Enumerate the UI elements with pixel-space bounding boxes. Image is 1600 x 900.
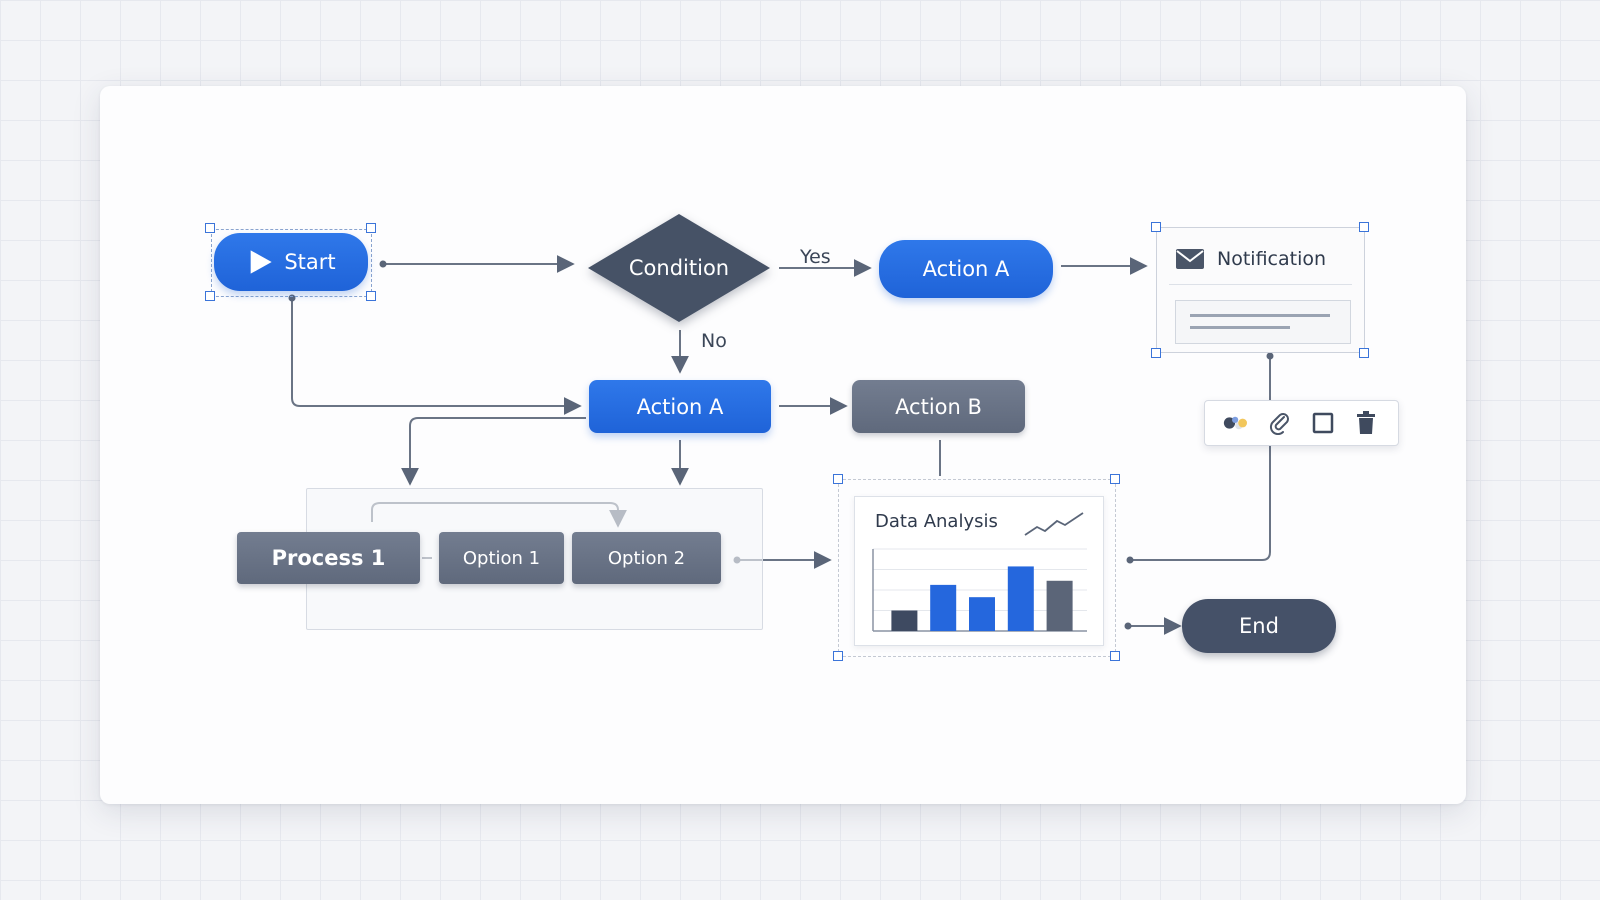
delete-button[interactable] bbox=[1351, 408, 1381, 438]
chart-handle[interactable] bbox=[1110, 474, 1120, 484]
condition-node[interactable]: Condition bbox=[586, 212, 772, 324]
trend-line-icon bbox=[1024, 512, 1084, 536]
notification-handle[interactable] bbox=[1151, 222, 1161, 232]
start-selection[interactable] bbox=[211, 229, 372, 297]
message-line bbox=[1190, 314, 1330, 317]
node-toolbar bbox=[1204, 400, 1399, 446]
notification-title: Notification bbox=[1217, 248, 1327, 270]
bar-2 bbox=[969, 597, 995, 631]
selection-handle[interactable] bbox=[366, 291, 376, 301]
option-2-label: Option 2 bbox=[607, 547, 686, 569]
bar-4 bbox=[1046, 580, 1073, 631]
notification-handle[interactable] bbox=[1359, 348, 1369, 358]
shape-button[interactable] bbox=[1308, 408, 1338, 438]
attachment-icon bbox=[1269, 413, 1289, 435]
notification-message-box bbox=[1175, 300, 1351, 344]
edge-yes-label: Yes bbox=[800, 246, 831, 268]
action-b-node[interactable]: Action B bbox=[852, 380, 1025, 433]
attach-button[interactable] bbox=[1265, 408, 1295, 438]
process-1-node[interactable]: Process 1 bbox=[237, 532, 420, 584]
bar-1 bbox=[930, 584, 957, 631]
chart-handle[interactable] bbox=[1110, 651, 1120, 661]
start-label: Start bbox=[284, 250, 336, 274]
notification-handle[interactable] bbox=[1151, 348, 1161, 358]
trash-icon bbox=[1357, 411, 1376, 434]
process-1-label: Process 1 bbox=[271, 546, 386, 570]
action-a-mid-node[interactable]: Action A bbox=[589, 380, 771, 433]
bar-3 bbox=[1007, 566, 1034, 631]
selection-handle[interactable] bbox=[205, 223, 215, 233]
action-a-top-node[interactable]: Action A bbox=[879, 240, 1053, 298]
data-analysis-card[interactable]: Data Analysis bbox=[854, 496, 1104, 646]
start-node[interactable]: Start bbox=[214, 233, 368, 291]
option-1-label: Option 1 bbox=[462, 547, 541, 569]
chart-handle[interactable] bbox=[833, 474, 843, 484]
diamond-shape bbox=[588, 214, 770, 322]
action-a-mid-label: Action A bbox=[636, 394, 724, 419]
selection-handle[interactable] bbox=[366, 223, 376, 233]
message-line bbox=[1190, 326, 1290, 329]
action-b-label: Action B bbox=[895, 394, 982, 419]
notification-divider bbox=[1169, 284, 1352, 285]
selection-handle[interactable] bbox=[205, 291, 215, 301]
chart-title: Data Analysis bbox=[875, 511, 998, 532]
envelope-icon bbox=[1176, 249, 1204, 269]
color-button[interactable] bbox=[1222, 408, 1252, 438]
option-1-node[interactable]: Option 1 bbox=[439, 532, 564, 584]
color-palette-icon bbox=[1223, 416, 1247, 430]
notification-card[interactable]: Notification bbox=[1156, 227, 1365, 353]
chart-handle[interactable] bbox=[833, 651, 843, 661]
end-node[interactable]: End bbox=[1182, 599, 1336, 653]
option-2-node[interactable]: Option 2 bbox=[572, 532, 721, 584]
data-analysis-selection[interactable] bbox=[838, 479, 1116, 657]
action-a-top-label: Action A bbox=[922, 257, 1010, 281]
square-icon bbox=[1312, 412, 1334, 434]
notification-handle[interactable] bbox=[1359, 222, 1369, 232]
play-icon bbox=[251, 250, 273, 274]
edge-no-label: No bbox=[701, 330, 727, 352]
bar-0 bbox=[891, 610, 918, 631]
bar-chart bbox=[872, 548, 1087, 632]
end-label: End bbox=[1239, 614, 1279, 638]
condition-label: Condition bbox=[628, 256, 730, 280]
